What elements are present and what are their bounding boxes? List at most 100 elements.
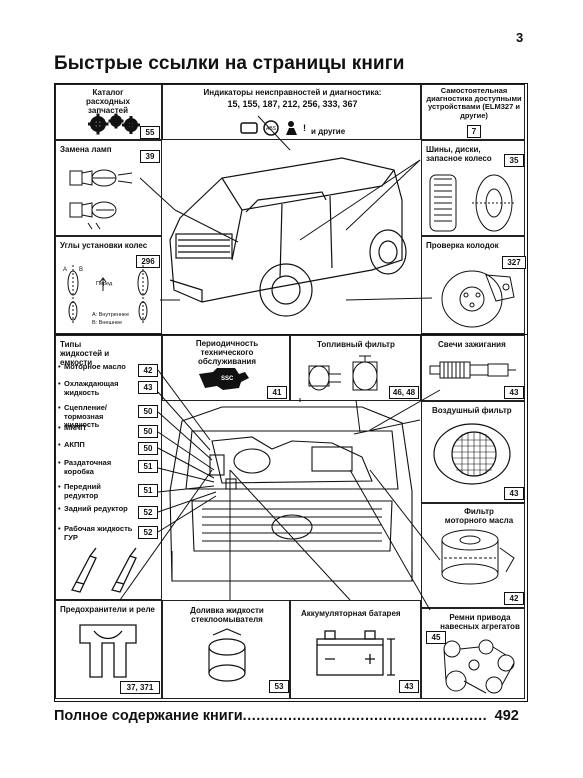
- fuel-filter-page[interactable]: 46, 48: [389, 386, 419, 399]
- maintenance-label: Периодичность технического обслуживания: [195, 339, 259, 366]
- diagnostics-page[interactable]: 7: [467, 125, 481, 138]
- fluid-item-bullet: •: [58, 362, 61, 371]
- indicators-label: Индикаторы неисправностей и диагностика:: [203, 88, 382, 97]
- svg-text:A: A: [63, 267, 67, 273]
- brake-caliper-icon: [441, 270, 515, 328]
- fluid-item-bullet: •: [58, 440, 61, 449]
- fluid-item-page[interactable]: 50: [138, 442, 158, 455]
- spark-plugs-cell: Свечи зажигания 43: [421, 335, 525, 401]
- svg-text:B: B: [79, 267, 83, 273]
- indicators-pages: 15, 155, 187, 212, 256, 333, 367: [227, 99, 358, 109]
- oil-filter-page[interactable]: 42: [504, 592, 524, 605]
- spark-plug-icon: [429, 361, 516, 379]
- fuel-filter-icon: [308, 355, 378, 391]
- footer-label: Полное содержание книги: [54, 708, 243, 724]
- engine-bay-illustration: [162, 401, 421, 600]
- belt-diagram-icon: [443, 639, 515, 694]
- fluid-item-page[interactable]: 52: [138, 506, 158, 519]
- fuses-cell: Предохранители и реле 37, 371: [55, 600, 162, 699]
- maintenance-page[interactable]: 41: [267, 386, 287, 399]
- fluid-item-bullet: •: [58, 524, 61, 533]
- wheel-alignment-label: Углы установки колес: [60, 241, 148, 250]
- catalog-label: Каталог расходных запчастей: [86, 88, 130, 115]
- lamps-label: Замена ламп: [60, 145, 112, 154]
- svg-text:!: !: [303, 123, 306, 133]
- belts-cell: Ремни привода навесных агрегатов 45: [421, 608, 525, 699]
- fluid-item-bullet: •: [58, 458, 61, 467]
- washer-cell: Доливка жидкости стеклоомывателя 53: [162, 600, 290, 699]
- fluid-item-bullet: •: [58, 423, 61, 432]
- fluid-item-page[interactable]: 52: [138, 526, 158, 539]
- fluid-item-label: Раздаточная коробка: [64, 458, 112, 476]
- fluid-item-label: Передний редуктор: [64, 482, 101, 500]
- battery-icon: [316, 630, 395, 676]
- fuses-page[interactable]: 37, 371: [120, 681, 160, 694]
- brake-pads-label: Проверка колодок: [426, 241, 499, 250]
- diagnostics-label: Самостоятельная диагностика доступными у…: [426, 86, 522, 120]
- diagnostics-cell: Самостоятельная диагностика доступными у…: [421, 84, 525, 140]
- fluid-item-label: Рабочая жидкость ГУР: [64, 524, 133, 542]
- page-title: Быстрые ссылки на страницы книги: [54, 53, 405, 74]
- tires-label: Шины, диски, запасное колесо: [426, 145, 492, 163]
- spark-plugs-label: Свечи зажигания: [438, 340, 506, 349]
- spark-plugs-page[interactable]: 43: [504, 386, 524, 399]
- brake-pads-page[interactable]: 327: [502, 256, 526, 269]
- indicators-cell: Индикаторы неисправностей и диагностика:…: [162, 84, 421, 140]
- wheel-alignment-cell: Углы установки колес 296 A B Перед A: Вн…: [55, 236, 162, 334]
- washer-reservoir-icon: [208, 628, 246, 682]
- fluid-item-label: Моторное масло: [64, 362, 126, 371]
- fluid-item-page[interactable]: 51: [138, 460, 158, 473]
- washer-label: Доливка жидкости стеклоомывателя: [190, 606, 264, 624]
- wheel-alignment-page[interactable]: 296: [136, 255, 160, 268]
- fuses-label: Предохранители и реле: [60, 605, 155, 614]
- wrench-hand-icon: SSC: [199, 368, 249, 390]
- footer-dots: ........................................…: [242, 708, 488, 724]
- footer-toc-link[interactable]: Полное содержание книги.................…: [54, 708, 519, 724]
- fluid-item-bullet: •: [58, 482, 61, 491]
- oil-filter-label: Фильтр моторного масла: [444, 507, 514, 525]
- belts-page[interactable]: 45: [426, 631, 446, 644]
- oil-filter-icon: [441, 529, 515, 585]
- tires-cell: Шины, диски, запасное колесо 35: [421, 140, 525, 236]
- indicators-others: и другие: [311, 127, 346, 136]
- gears-icon: [88, 113, 140, 135]
- battery-cell: Аккумуляторная батарея 43: [290, 600, 421, 699]
- tires-page[interactable]: 35: [504, 154, 524, 167]
- svg-text:SSC: SSC: [221, 376, 234, 382]
- fluid-item-label: АКПП: [64, 440, 85, 449]
- oil-filter-cell: Фильтр моторного масла 42: [421, 503, 525, 608]
- fluid-item-label: Задний редуктор: [64, 504, 128, 513]
- fluid-item-label: Сцепление/тормозная жидкость: [64, 403, 107, 429]
- fuse-icon: [79, 624, 137, 678]
- air-filter-icon: [433, 423, 511, 485]
- catalog-cell: Каталог расходных запчастей 55: [55, 84, 162, 140]
- fluid-item-page[interactable]: 43: [138, 381, 158, 394]
- screwdrivers-icon: [71, 547, 137, 593]
- fluid-item-page[interactable]: 50: [138, 425, 158, 438]
- battery-page[interactable]: 43: [399, 680, 419, 693]
- belts-label: Ремни привода навесных агрегатов: [440, 613, 520, 631]
- fluid-item-page[interactable]: 51: [138, 484, 158, 497]
- fluid-item-bullet: •: [58, 379, 61, 388]
- tire-icon: [429, 174, 516, 232]
- wheel-alignment-legend-a: A: Внутреннее: [92, 312, 130, 318]
- lamps-cell: Замена ламп 39: [55, 140, 162, 236]
- battery-label: Аккумуляторная батарея: [301, 609, 401, 618]
- fuel-filter-label: Топливный фильтр: [317, 340, 395, 349]
- lamps-page[interactable]: 39: [140, 150, 160, 163]
- maintenance-cell: Периодичность технического обслуживания …: [162, 335, 290, 401]
- fluid-item-page[interactable]: 50: [138, 405, 158, 418]
- suv-exterior-illustration: [162, 140, 421, 334]
- catalog-page[interactable]: 55: [140, 126, 160, 139]
- fluid-item-label: МКПП: [64, 423, 86, 432]
- fluid-item-page[interactable]: 42: [138, 364, 158, 377]
- wheel-alignment-front: Перед: [96, 281, 113, 287]
- washer-page[interactable]: 53: [269, 680, 289, 693]
- page-number: 3: [516, 30, 524, 45]
- warning-lamps-icon: ABS !: [240, 120, 306, 136]
- air-filter-page[interactable]: 43: [504, 487, 524, 500]
- brake-pads-cell: Проверка колодок 327: [421, 236, 526, 334]
- air-filter-cell: Воздушный фильтр 43: [421, 401, 525, 503]
- bulbs-icon: [69, 169, 133, 230]
